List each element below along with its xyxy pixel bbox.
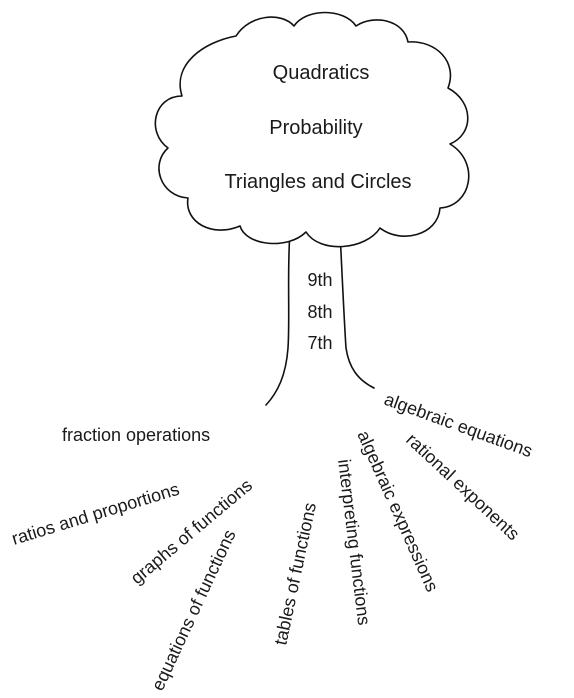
- trunk-grade: 8th: [307, 302, 332, 322]
- root-label-tables-of-functions: tables of functions: [270, 501, 320, 647]
- tree-crown-cloud: [154, 11, 470, 248]
- root-label-algebraic-equations: algebraic equations: [382, 389, 536, 461]
- crown-topic: Probability: [269, 117, 362, 139]
- trunk-grade: 7th: [307, 333, 332, 353]
- root-label-fraction-operations: fraction operations: [62, 425, 210, 445]
- crown-topic: Quadratics: [273, 62, 370, 84]
- root-label-ratios-and-proportions: ratios and proportions: [9, 479, 181, 549]
- crown-topic: Triangles and Circles: [224, 171, 411, 193]
- trunk-left-edge: [265, 231, 291, 406]
- trunk-right-edge: [339, 231, 375, 389]
- root-label-interpreting-functions: interpreting functions: [334, 458, 374, 626]
- trunk-grade: 9th: [307, 270, 332, 290]
